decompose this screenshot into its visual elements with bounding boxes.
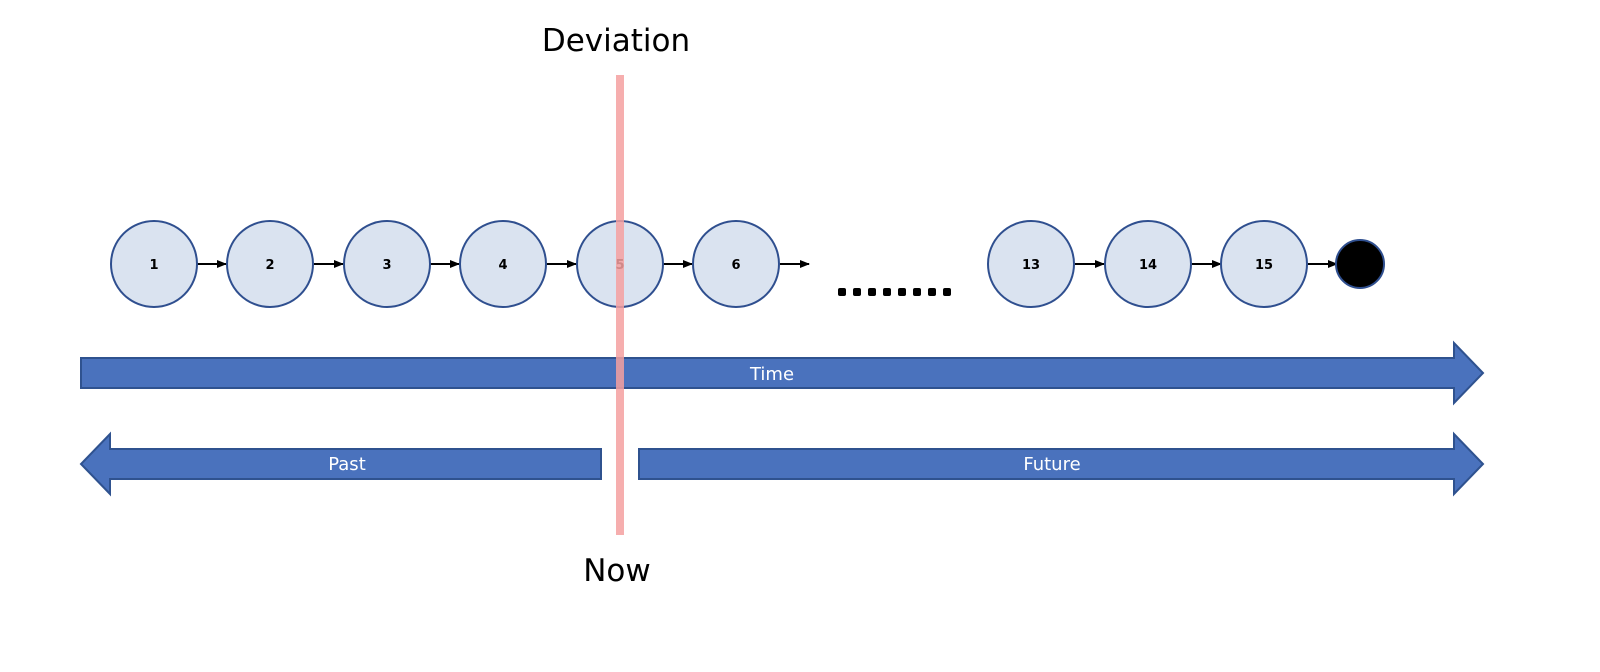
time-arrow: Time — [80, 340, 1485, 406]
terminal-dot-icon — [1335, 239, 1385, 289]
node-label: 14 — [1139, 258, 1157, 273]
time-label: Time — [749, 364, 794, 385]
node: 2 — [226, 220, 314, 308]
node-label: 6 — [731, 258, 740, 273]
node-label: 3 — [382, 258, 391, 273]
now-line — [616, 75, 624, 535]
node-chain: 1 2 3 4 5 6 13 14 — [110, 220, 1385, 308]
node: 4 — [459, 220, 547, 308]
past-arrow: Past — [79, 431, 602, 497]
future-label: Future — [1023, 454, 1080, 475]
node: 1 — [110, 220, 198, 308]
node-label: 2 — [265, 258, 274, 273]
node: 3 — [343, 220, 431, 308]
node: 13 — [987, 220, 1075, 308]
past-label: Past — [328, 454, 366, 475]
dots-ellipsis-icon — [838, 288, 951, 296]
node-label: 1 — [149, 258, 158, 273]
node-label: 15 — [1255, 258, 1273, 273]
node: 15 — [1220, 220, 1308, 308]
node-label: 13 — [1022, 258, 1040, 273]
node: 6 — [692, 220, 780, 308]
node: 14 — [1104, 220, 1192, 308]
node-label: 4 — [498, 258, 507, 273]
deviation-label: Deviation — [542, 23, 690, 59]
future-arrow: Future — [638, 431, 1485, 497]
now-label: Now — [583, 553, 651, 589]
